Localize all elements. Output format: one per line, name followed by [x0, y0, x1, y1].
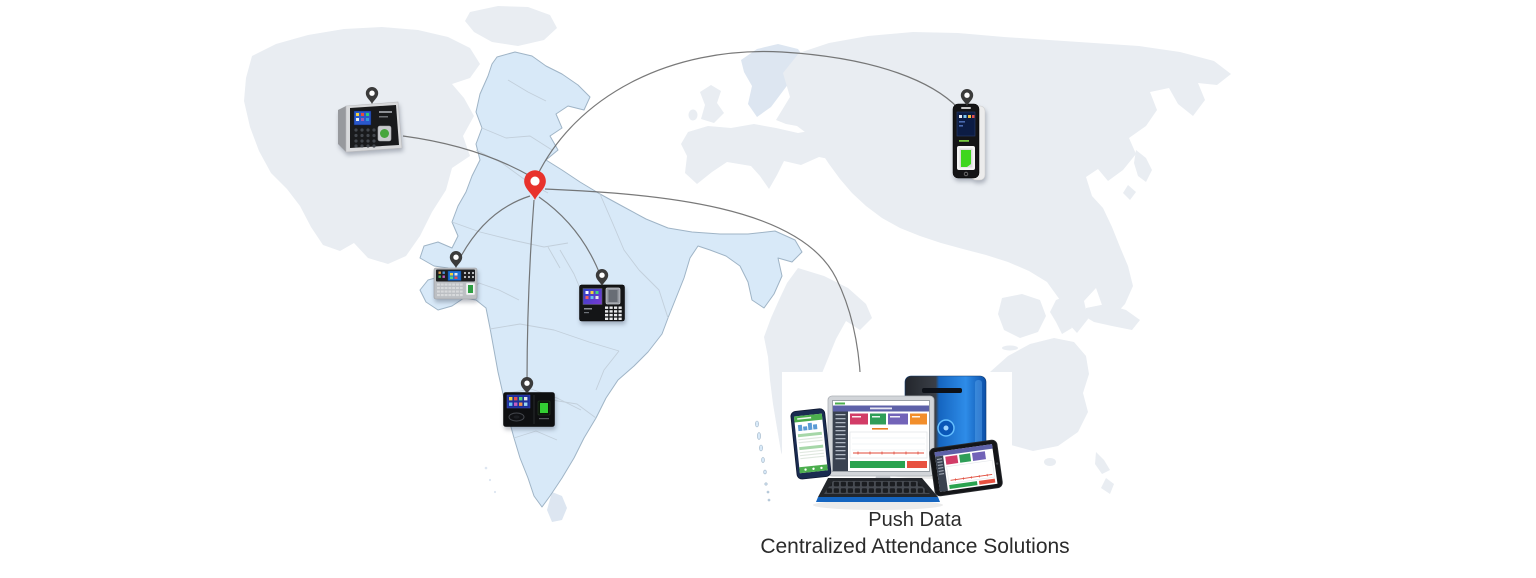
caption: Push Data Centralized Attendance Solutio…	[715, 507, 1115, 561]
dashboard-card-green	[870, 413, 886, 425]
connection-arc-gujarat	[459, 195, 531, 259]
dashboard-bar-red	[907, 461, 927, 468]
device-keypad	[437, 283, 463, 297]
japan	[1134, 150, 1152, 182]
andaman-nicobar-islands	[755, 420, 771, 502]
sri-lanka	[547, 492, 567, 522]
keyboard-keys	[824, 481, 930, 494]
caption-centralized-attendance: Centralized Attendance Solutions	[760, 535, 1070, 558]
connection-lines	[402, 50, 959, 391]
new-zealand-north	[1095, 452, 1110, 474]
device-keypad	[354, 128, 376, 148]
japan-south	[1123, 185, 1136, 200]
biometric-terminal-desktop	[338, 101, 403, 153]
device-side	[338, 106, 346, 152]
scandinavia	[741, 44, 806, 117]
philippines-south	[1115, 275, 1127, 292]
dashboard-chart	[849, 431, 928, 459]
dashboard-bar-green	[850, 461, 905, 468]
new-guinea	[1084, 304, 1140, 330]
caption-push-data: Push Data	[868, 509, 962, 531]
device-logo	[959, 140, 969, 142]
philippines	[1114, 250, 1124, 268]
new-zealand-south	[1101, 478, 1114, 494]
device-keypad	[605, 306, 622, 320]
dashboard-card-orange	[910, 413, 927, 425]
device-screen	[447, 270, 462, 281]
tablet-camera	[995, 462, 999, 465]
connection-arc-south	[526, 199, 535, 386]
fingerprint-scanner	[961, 150, 971, 167]
device-logo	[584, 308, 592, 310]
lakshadweep-isle	[493, 490, 497, 494]
dashboard-card-crimson	[850, 413, 868, 425]
phone-screen	[793, 413, 828, 474]
device-screen	[506, 394, 531, 409]
connection-arc-central	[538, 196, 602, 278]
keyboard-base	[816, 497, 940, 502]
dashboard-sidebar	[833, 411, 848, 471]
united-kingdom	[700, 85, 724, 123]
centralized-server-setup	[782, 372, 1012, 512]
lakshadweep-isle	[488, 478, 492, 482]
connection-arc-northamerica	[402, 135, 533, 178]
biometric-terminal-slim	[952, 103, 986, 181]
borneo	[998, 294, 1046, 338]
dashboard-card-purple	[888, 413, 908, 425]
smartphone	[790, 408, 832, 480]
fingerprint-scanner	[468, 285, 473, 293]
desktop-monitor	[827, 395, 935, 498]
biometric-terminal-face	[503, 392, 555, 427]
tasmania	[1044, 458, 1056, 466]
connection-arc-eastasia	[536, 50, 959, 177]
keyboard	[816, 478, 940, 502]
greenland	[465, 6, 557, 46]
red-location-pin	[524, 170, 546, 200]
tablet	[929, 439, 1003, 497]
biometric-terminal-keypad	[579, 284, 625, 322]
lakshadweep-isle	[484, 466, 488, 470]
continent-europe	[681, 124, 852, 189]
ireland	[688, 109, 698, 121]
sulawesi	[1050, 296, 1072, 334]
connection-arc-server	[544, 188, 862, 391]
biometric-terminal-compact	[433, 267, 478, 300]
java	[1002, 345, 1018, 351]
